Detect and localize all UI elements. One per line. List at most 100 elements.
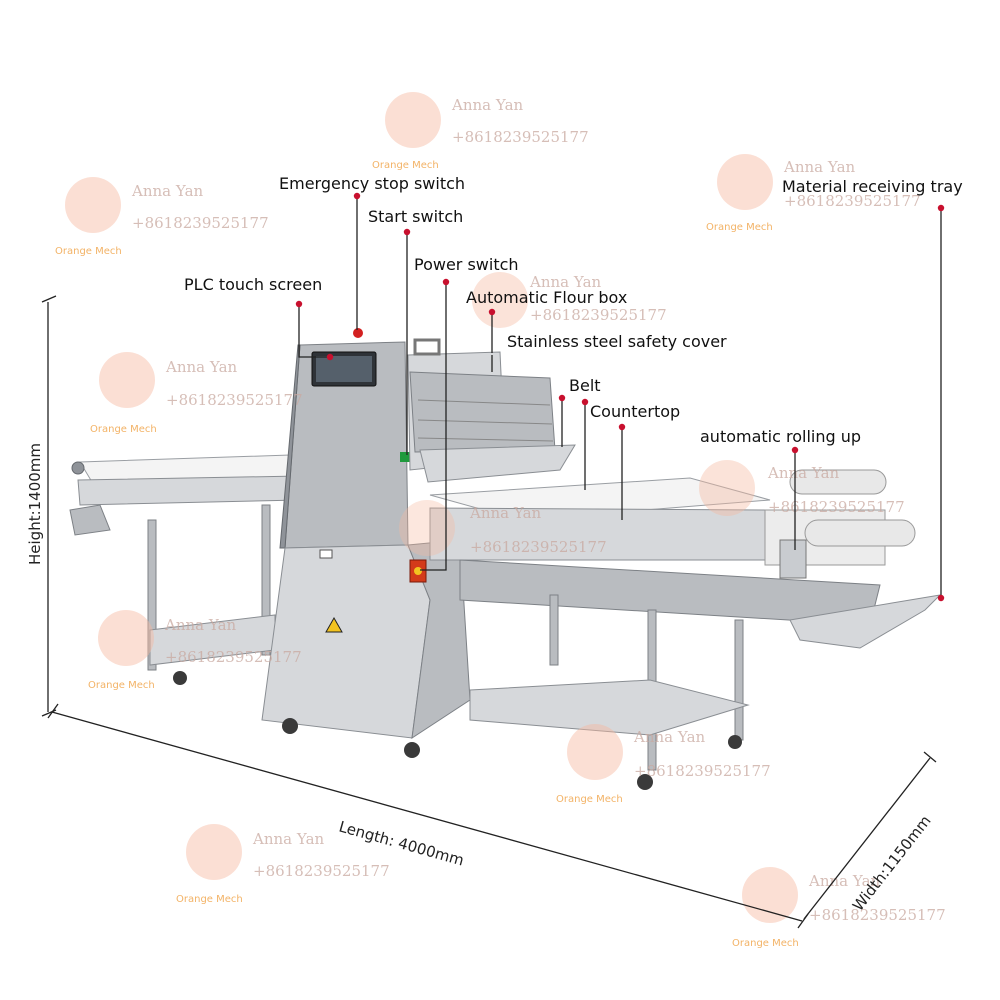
safety-cover-label: Stainless steel safety cover bbox=[507, 332, 727, 351]
watermark-logo-icon bbox=[567, 724, 623, 780]
watermark-name: Anna Yan bbox=[783, 158, 856, 176]
watermark-phone: +8618239525177 bbox=[768, 498, 905, 516]
watermark-brand: Orange Mech bbox=[556, 794, 623, 805]
plc-screen-end-dot bbox=[326, 353, 334, 361]
center-caster-left bbox=[282, 718, 298, 734]
watermark-phone: +8618239525177 bbox=[809, 906, 946, 924]
watermark-name: Anna Yan bbox=[808, 872, 881, 890]
rolling-gear bbox=[779, 539, 807, 579]
right-leg-front-a bbox=[549, 594, 559, 666]
flour-box-label: Automatic Flour box bbox=[466, 288, 627, 307]
callouts: Emergency stop switch Start switch PLC t… bbox=[184, 174, 963, 602]
roller-bar-front bbox=[804, 519, 916, 547]
watermark-phone: +8618239525177 bbox=[165, 648, 302, 666]
belt-dot bbox=[558, 394, 566, 402]
watermark-name: Anna Yan bbox=[469, 504, 542, 522]
watermark-3: Anna Yan +8618239525177 Orange Mech bbox=[706, 154, 921, 233]
watermark-logo-icon bbox=[472, 272, 528, 328]
flour-tray bbox=[419, 444, 576, 483]
watermark-phone: +8618239525177 bbox=[634, 762, 771, 780]
left-conveyor-frame bbox=[77, 475, 301, 506]
watermark-phone: +8618239525177 bbox=[784, 192, 921, 210]
warning-sticker bbox=[325, 616, 343, 633]
watermark-brand: Orange Mech bbox=[372, 160, 439, 171]
watermark-brand: Orange Mech bbox=[706, 222, 773, 233]
plc-screen-display bbox=[316, 356, 372, 382]
right-caster-back bbox=[728, 735, 742, 749]
start-switch-dot bbox=[403, 228, 411, 236]
width-tick-top bbox=[923, 751, 937, 763]
receiving-tray-end-dot bbox=[937, 594, 945, 602]
left-caster bbox=[173, 671, 187, 685]
start-switch-label: Start switch bbox=[368, 207, 463, 226]
receiving-tray-dot bbox=[937, 204, 945, 212]
watermark-brand: Orange Mech bbox=[88, 680, 155, 691]
watermark-brand: Orange Mech bbox=[176, 894, 243, 905]
watermark-phone: +8618239525177 bbox=[470, 538, 607, 556]
watermark-logo-icon bbox=[399, 500, 455, 556]
base-cabinet bbox=[261, 544, 431, 739]
watermark-logo-icon bbox=[98, 610, 154, 666]
rolling-up-label: automatic rolling up bbox=[700, 427, 861, 446]
watermark-name: Anna Yan bbox=[165, 358, 238, 376]
length-tick-left bbox=[47, 703, 59, 719]
watermark-name: Anna Yan bbox=[252, 830, 325, 848]
center-caster-right bbox=[404, 742, 420, 758]
dough-sheeter-machine bbox=[69, 328, 942, 790]
watermark-name: Anna Yan bbox=[529, 273, 602, 291]
watermark-phone: +8618239525177 bbox=[530, 306, 667, 324]
length-dimension-line bbox=[51, 711, 803, 922]
watermark-phone: +8618239525177 bbox=[166, 391, 303, 409]
emergency-stop-label: Emergency stop switch bbox=[279, 174, 465, 193]
right-leg-back bbox=[734, 619, 744, 741]
watermark-6: Anna Yan +8618239525177 bbox=[699, 460, 905, 516]
width-label: Width:1150mm bbox=[849, 812, 935, 915]
watermark-logo-icon bbox=[717, 154, 773, 210]
plc-screen-dot bbox=[295, 300, 303, 308]
emergency-stop-dot bbox=[353, 192, 361, 200]
flour-box-dot bbox=[488, 308, 496, 316]
watermark-brand: Orange Mech bbox=[732, 938, 799, 949]
plc-screen-leader bbox=[298, 304, 330, 358]
power-switch-knob bbox=[414, 567, 422, 575]
right-shelf bbox=[469, 679, 750, 736]
watermark-5: Anna Yan +8618239525177 Orange Mech bbox=[90, 352, 303, 435]
watermark-8: Anna Yan +8618239525177 Orange Mech bbox=[88, 610, 302, 691]
countertop-dot-b bbox=[618, 423, 626, 431]
watermark-4: Anna Yan +8618239525177 bbox=[472, 272, 667, 328]
power-switch-leader bbox=[420, 282, 447, 571]
power-switch-label: Power switch bbox=[414, 255, 519, 274]
watermark-brand: Orange Mech bbox=[90, 424, 157, 435]
cover-rib-2 bbox=[417, 419, 553, 425]
emergency-stop-button bbox=[353, 328, 363, 338]
watermark-2: Anna Yan +8618239525177 Orange Mech bbox=[55, 177, 269, 257]
watermark-phone: +8618239525177 bbox=[452, 128, 589, 146]
watermark-logo-icon bbox=[385, 92, 441, 148]
height-label: Height:1400mm bbox=[26, 443, 44, 565]
height-tick-top bbox=[41, 295, 57, 303]
watermark-phone: +8618239525177 bbox=[132, 214, 269, 232]
watermark-logo-icon bbox=[65, 177, 121, 233]
watermark-logo-icon bbox=[99, 352, 155, 408]
cover-rib-3 bbox=[417, 437, 554, 442]
rolling-up-dot bbox=[791, 446, 799, 454]
receiving-tray bbox=[789, 594, 942, 649]
watermark-9: Anna Yan +8618239525177 Orange Mech bbox=[556, 724, 771, 805]
watermark-logo-icon bbox=[742, 867, 798, 923]
watermark-7: Anna Yan +8618239525177 bbox=[399, 500, 607, 556]
watermark-name: Anna Yan bbox=[633, 728, 706, 746]
watermark-1: Anna Yan +8618239525177 Orange Mech bbox=[372, 92, 589, 171]
start-switch-button bbox=[400, 452, 410, 462]
watermark-10: Anna Yan +8618239525177 Orange Mech bbox=[176, 824, 390, 905]
ce-label bbox=[319, 549, 333, 559]
power-switch-dot bbox=[442, 278, 450, 286]
width-dimension-line bbox=[803, 757, 931, 920]
belt-label: Belt bbox=[569, 376, 601, 395]
watermark-phone: +8618239525177 bbox=[253, 862, 390, 880]
safety-cover bbox=[409, 371, 556, 453]
right-caster-front bbox=[637, 774, 653, 790]
left-leg-front bbox=[147, 519, 157, 671]
watermarks: Anna Yan +8618239525177 Orange Mech Anna… bbox=[55, 92, 946, 949]
left-leg-back bbox=[261, 504, 271, 656]
